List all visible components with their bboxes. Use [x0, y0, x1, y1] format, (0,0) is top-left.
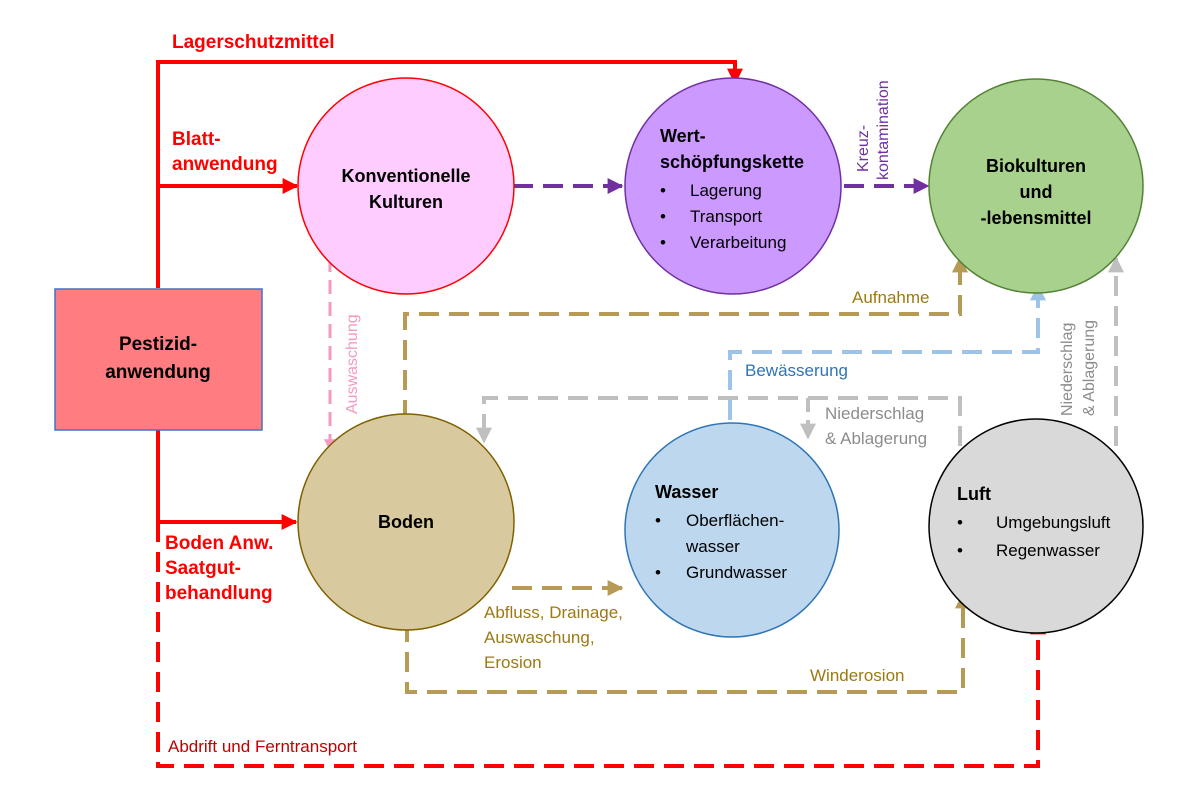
winderosion-label: Winderosion: [810, 666, 905, 685]
biokulturen-circle: [928, 78, 1144, 294]
luft-label: Luft: [957, 484, 991, 504]
bewaesserung-arrow: [728, 284, 1046, 420]
biokulturen-label-line3: -lebensmittel: [980, 208, 1091, 228]
bewaesserung-label: Bewässerung: [745, 361, 848, 380]
biokulturen-label-line2: und: [1020, 182, 1053, 202]
konventionelle-label-line1: Konventionelle: [341, 166, 470, 186]
abfluss-label-line3: Erosion: [484, 653, 542, 672]
kreuzkontamination-label-line2: kontamination: [875, 80, 892, 180]
luft-bullet-1: •: [957, 513, 963, 532]
luft-item-2: Regenwasser: [996, 541, 1100, 560]
auswaschung-label: Auswaschung: [344, 314, 361, 414]
wasser-item-2: Grundwasser: [686, 563, 787, 582]
pestizid-box: [54, 288, 263, 431]
wasser-bullet-2: •: [655, 563, 661, 582]
konventionelle-label-line2: Kulturen: [369, 192, 443, 212]
abfluss-label-line2: Auswaschung,: [484, 628, 595, 647]
wasser-node: Wasser • Oberflächen- wasser • Grundwass…: [624, 422, 840, 638]
niederschlag-label-line1: Niederschlag: [825, 404, 924, 423]
pestizid-node: Pestizid- anwendung: [54, 288, 263, 431]
wasser-label: Wasser: [655, 482, 718, 502]
niederschlag-label-line2: & Ablagerung: [825, 429, 927, 448]
blattanwendung-label-line1: Blatt-: [172, 129, 221, 150]
niederschlag-vertical-label-line2: & Ablagerung: [1081, 320, 1098, 416]
wertschoepfung-item-2: Transport: [690, 207, 762, 226]
wertschoepfung-label-line2: schöpfungskette: [660, 152, 804, 172]
luft-circle: [928, 418, 1144, 634]
konventionelle-node: Konventionelle Kulturen: [297, 77, 515, 295]
kreuzkontamination-label-line1: Kreuz-: [855, 125, 872, 172]
wertschoepfung-item-1: Lagerung: [690, 181, 762, 200]
wasser-item-1b: wasser: [685, 537, 740, 556]
abdrift-arrow: [156, 522, 1046, 768]
abdrift-label: Abdrift und Ferntransport: [168, 737, 357, 756]
winderosion-arrow: [405, 592, 971, 694]
wasser-circle: [624, 422, 840, 638]
abfluss-label-line1: Abfluss, Drainage,: [484, 603, 623, 622]
pestizid-label-line2: anwendung: [105, 362, 211, 383]
wasser-bullet-1: •: [655, 511, 661, 530]
wertschoepfung-circle: [624, 77, 842, 295]
boden-anw-label: Boden Anw.: [165, 533, 273, 554]
niederschlag-vertical-label-line1: Niederschlag: [1059, 323, 1076, 416]
pesticide-trunk-up: [156, 60, 743, 288]
biokulturen-node: Biokulturen und -lebensmittel: [928, 78, 1144, 294]
wertschoepfung-item-3: Verarbeitung: [690, 233, 786, 252]
wasser-item-1: Oberflächen-: [686, 511, 784, 530]
boden-label: Boden: [378, 512, 434, 532]
luft-node: Luft • Umgebungsluft • Regenwasser: [928, 418, 1144, 634]
niederschlag-boden-arrow: [476, 396, 962, 446]
wertschoepfung-node: Wert- schöpfungskette • Lagerung • Trans…: [624, 77, 842, 295]
saatgut-label-line2: behandlung: [165, 583, 273, 604]
wertschoepfung-bullet-1: •: [660, 181, 666, 200]
aufnahme-label: Aufnahme: [852, 288, 930, 307]
wertschoepfung-bullet-3: •: [660, 233, 666, 252]
lagerschutzmittel-label: Lagerschutzmittel: [172, 32, 335, 53]
biokulturen-label-line1: Biokulturen: [986, 156, 1086, 176]
luft-bullet-2: •: [957, 541, 963, 560]
konventionelle-circle: [297, 77, 515, 295]
blattanwendung-label-line2: anwendung: [172, 154, 278, 175]
saatgut-label-line1: Saatgut-: [165, 558, 241, 579]
bodenanwendung-arrow: [156, 430, 298, 530]
pestizid-label-line1: Pestizid-: [119, 334, 197, 355]
wertschoepfung-bullet-2: •: [660, 207, 666, 226]
wertschoepfung-label-line1: Wert-: [660, 126, 706, 146]
luft-item-1: Umgebungsluft: [996, 513, 1111, 532]
boden-node: Boden: [297, 413, 515, 631]
boden-circle: [297, 413, 515, 631]
